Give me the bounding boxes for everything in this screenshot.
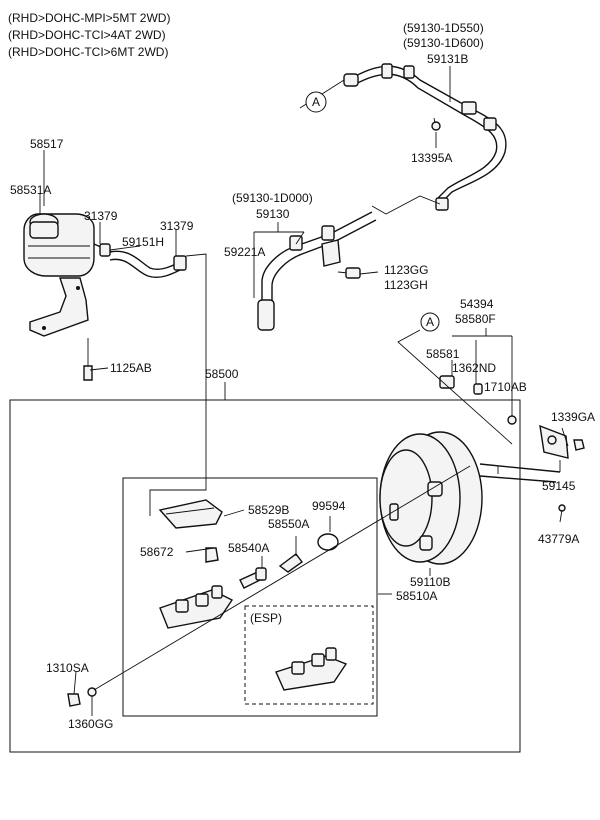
master-cylinder	[159, 585, 234, 629]
label-esp: (ESP)	[250, 611, 282, 625]
ref-a-right	[420, 312, 440, 332]
label-59221a: 59221A	[224, 245, 265, 259]
seal-1710ab	[507, 415, 517, 425]
label-59130-1d600: (59130-1D600)	[403, 36, 484, 50]
label-58529b: 58529B	[248, 503, 289, 517]
grommet-58672	[205, 547, 219, 563]
valve-58581	[439, 375, 455, 389]
clip-1362nd	[473, 383, 483, 395]
label-58672: 58672	[140, 545, 174, 559]
master-cylinder-esp	[275, 647, 348, 691]
label-31379-b: 31379	[160, 219, 194, 233]
label-1339ga: 1339GA	[551, 410, 595, 424]
label-59130: 59130	[256, 207, 290, 221]
label-1310sa: 1310SA	[46, 661, 89, 675]
esp-box	[244, 605, 374, 705]
label-58510a: 58510A	[396, 589, 437, 603]
brake-booster-59110b	[379, 431, 561, 565]
label-59130-1d000: (59130-1D000)	[232, 191, 313, 205]
label-43779a: 43779A	[538, 532, 579, 546]
label-ref-a-right: A	[426, 315, 434, 329]
master-cylinder-box-58510a	[122, 477, 378, 717]
label-58550a: 58550A	[268, 517, 309, 531]
label-1710ab: 1710AB	[484, 380, 527, 394]
label-31379-a: 31379	[84, 209, 118, 223]
label-1360gg: 1360GG	[68, 717, 113, 731]
leader-lines	[39, 66, 569, 716]
label-59145: 59145	[542, 479, 576, 493]
nut-1310sa	[67, 693, 81, 707]
label-1123gh: 1123GH	[384, 278, 428, 292]
bolt-58540a	[239, 567, 267, 589]
ref-a-top	[305, 91, 327, 113]
label-59151h: 59151H	[122, 235, 164, 249]
vacuum-hose-59131b	[299, 63, 507, 215]
label-58580f: 58580F	[455, 312, 496, 326]
fitting-58550a	[278, 553, 303, 573]
reservoir-58517	[23, 213, 187, 381]
label-59131b: 59131B	[427, 52, 468, 66]
variant-line-1: (RHD>DOHC-MPI>5MT 2WD)	[8, 11, 170, 25]
label-54394: 54394	[460, 297, 494, 311]
label-59110b: 59110B	[410, 575, 450, 589]
o-ring-99594	[317, 533, 339, 551]
label-1123gg: 1123GG	[384, 263, 428, 277]
label-99594: 99594	[312, 499, 346, 513]
label-58581: 58581	[426, 347, 460, 361]
label-58540a: 58540A	[228, 541, 269, 555]
variant-line-3: (RHD>DOHC-TCI>6MT 2WD)	[8, 45, 168, 59]
label-58517: 58517	[30, 137, 64, 151]
label-58531a: 58531A	[10, 183, 51, 197]
label-ref-a-top: A	[312, 95, 320, 109]
label-1362nd: 1362ND	[452, 361, 496, 375]
label-13395a: 13395A	[411, 151, 452, 165]
gasket-59145	[539, 424, 569, 459]
cover-58529b	[158, 499, 223, 529]
label-1125ab: 1125AB	[110, 361, 152, 375]
label-59130-1d550: (59130-1D550)	[403, 21, 484, 35]
assembly-box-58500	[9, 399, 521, 753]
vacuum-hose-59130	[257, 211, 377, 331]
label-58500: 58500	[205, 367, 239, 381]
variant-line-2: (RHD>DOHC-TCI>4AT 2WD)	[8, 28, 166, 42]
nut-1339ga	[573, 439, 585, 451]
